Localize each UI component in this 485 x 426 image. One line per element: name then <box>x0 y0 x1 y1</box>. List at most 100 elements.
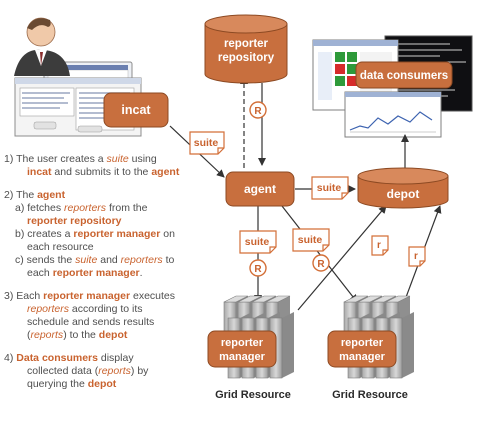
step-text: reporter manager <box>43 290 131 302</box>
depot-node: depot <box>357 167 449 209</box>
reporter-repository-node: reporter repository <box>204 14 288 84</box>
step-line: a) fetches reporters from the <box>4 202 210 215</box>
step-line: 1) The user creates a suite using <box>4 153 210 166</box>
report-document-grid-2: r <box>408 246 426 267</box>
report-doc-label: r <box>414 251 418 262</box>
step-text: querying the <box>27 378 88 390</box>
reporter-manager-node: reporter manager <box>207 330 277 368</box>
step-text: depot <box>98 329 128 341</box>
step-text: ) by <box>130 365 149 377</box>
step-text: 2) The <box>4 189 38 201</box>
step-text: and <box>97 254 121 266</box>
reporter-manager-label-line1: reporter <box>341 337 384 349</box>
step-text: 3) Each <box>4 290 44 302</box>
step-text: b) creates a <box>15 228 74 240</box>
suite-document-grid-2: suite <box>292 228 330 252</box>
step-line: 3) Each reporter manager executes <box>4 290 210 303</box>
step-text: Data consumers <box>16 352 98 364</box>
reporter-badge-label: R <box>317 259 325 270</box>
suite-document-grid-1: suite <box>239 230 277 254</box>
step-text: reporters <box>120 254 163 266</box>
step-text: reporter manager <box>52 267 140 279</box>
step-line: querying the depot <box>4 378 210 391</box>
step-line: each resource <box>4 241 210 254</box>
data-consumers-node: data consumers <box>355 61 453 89</box>
agent-node: agent <box>225 171 295 207</box>
grid-resource-label: Grid Resource <box>215 389 291 401</box>
step-line: schedule and sends results <box>4 316 210 329</box>
step-text: depot <box>87 378 117 390</box>
reporter-badge-label: R <box>254 264 262 275</box>
step-text: 4) <box>4 352 17 364</box>
step-text: collected data ( <box>27 365 99 377</box>
step-text: display <box>97 352 134 364</box>
reporter-repository-label-line1: reporter <box>224 38 269 50</box>
step-text: agent <box>37 189 66 201</box>
step-text: agent <box>151 166 180 178</box>
grid-resource-2: reporter manager Grid Resource <box>327 295 414 401</box>
reporter-manager-node: reporter manager <box>327 330 397 368</box>
step-line: reporters according to its <box>4 303 210 316</box>
reporter-manager-label-line2: manager <box>219 351 266 363</box>
step-text: reporters <box>27 303 70 315</box>
step-text: reporters <box>64 202 107 214</box>
step-line: 4) Data consumers display <box>4 352 210 365</box>
step-text: schedule and sends results <box>27 316 155 328</box>
step-text: according to its <box>69 303 143 315</box>
step-text: on <box>160 228 175 240</box>
reporter-badge-grid-2: R <box>312 254 330 272</box>
arrow-agent-to-grid-2 <box>281 205 358 303</box>
step-line: b) creates a reporter manager on <box>4 228 210 241</box>
reporter-badge-label: R <box>254 106 262 117</box>
agent-label: agent <box>244 182 276 196</box>
suite-doc-label: suite <box>245 236 270 248</box>
report-document-grid-1: r <box>371 235 389 256</box>
step-line: incat and submits it to the agent <box>4 166 210 179</box>
step-text: reports <box>98 365 131 377</box>
step-line: collected data (reports) by <box>4 365 210 378</box>
reporter-manager-label-line2: manager <box>339 351 386 363</box>
incat-node: incat <box>103 92 169 128</box>
grid-resource-label: Grid Resource <box>332 389 408 401</box>
step-line: 2) The agent <box>4 189 210 202</box>
suite-document-incat-agent: suite <box>189 131 225 155</box>
step-text: each <box>27 267 53 279</box>
step-line: c) sends the suite and reporters to <box>4 254 210 267</box>
suite-doc-label: suite <box>194 137 219 149</box>
step-text: from the <box>106 202 148 214</box>
step-line: reporter repository <box>4 215 210 228</box>
step-text: ( <box>27 329 31 341</box>
step-text: c) sends the <box>15 254 76 266</box>
step-line: (reports) to the depot <box>4 329 210 342</box>
report-doc-label: r <box>377 240 381 251</box>
reporter-manager-label-line1: reporter <box>221 337 264 349</box>
step-text: suite <box>106 153 129 165</box>
step-text: 1) The user creates a <box>4 153 107 165</box>
suite-document-agent-depot: suite <box>311 176 349 200</box>
step-text: using <box>128 153 157 165</box>
depot-label: depot <box>387 187 420 201</box>
step-text: each resource <box>27 241 94 253</box>
step-text: reports <box>30 329 64 341</box>
step-text: reporter repository <box>27 215 122 227</box>
grid-resource-1: reporter manager Grid Resource <box>207 295 294 401</box>
reporter-badge-repository: R <box>249 101 267 119</box>
data-consumers-label: data consumers <box>360 70 448 82</box>
suite-doc-label: suite <box>317 182 342 194</box>
step-text: reporter manager <box>73 228 161 240</box>
step-text: executes <box>130 290 176 302</box>
step-text: and submits it to the <box>51 166 152 178</box>
step-text: ) to the <box>63 329 99 341</box>
step-text: to <box>162 254 175 266</box>
step-text: suite <box>75 254 98 266</box>
suite-doc-label: suite <box>298 234 323 246</box>
reporter-repository-label-line2: repository <box>218 52 275 64</box>
step-text: . <box>139 267 143 279</box>
incat-label: incat <box>121 103 151 117</box>
